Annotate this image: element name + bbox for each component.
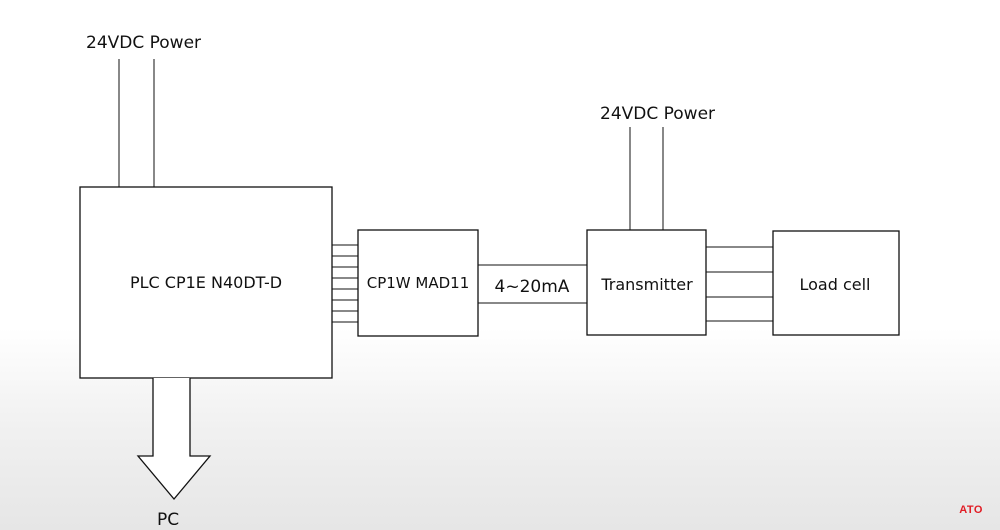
plc-power-label: 24VDC Power bbox=[86, 33, 201, 53]
signal-label: 4~20mA bbox=[495, 277, 570, 297]
load-cell-box bbox=[772, 230, 900, 336]
transmitter-power-label: 24VDC Power bbox=[600, 104, 715, 124]
plc-module-bus bbox=[332, 244, 358, 323]
ato-logo: ATO bbox=[959, 504, 983, 516]
pc-label: PC bbox=[157, 510, 179, 530]
transmitter-box bbox=[586, 229, 707, 336]
transmitter-label: Transmitter bbox=[600, 275, 693, 294]
plc-label: PLC CP1E N40DT-D bbox=[130, 273, 282, 292]
pc-arrow bbox=[136, 378, 212, 501]
plc-box bbox=[79, 186, 333, 379]
load-cell-label: Load cell bbox=[800, 275, 871, 294]
module-label: CP1W MAD11 bbox=[367, 274, 470, 292]
load-cell-wires bbox=[706, 246, 773, 322]
module-box bbox=[357, 229, 479, 337]
